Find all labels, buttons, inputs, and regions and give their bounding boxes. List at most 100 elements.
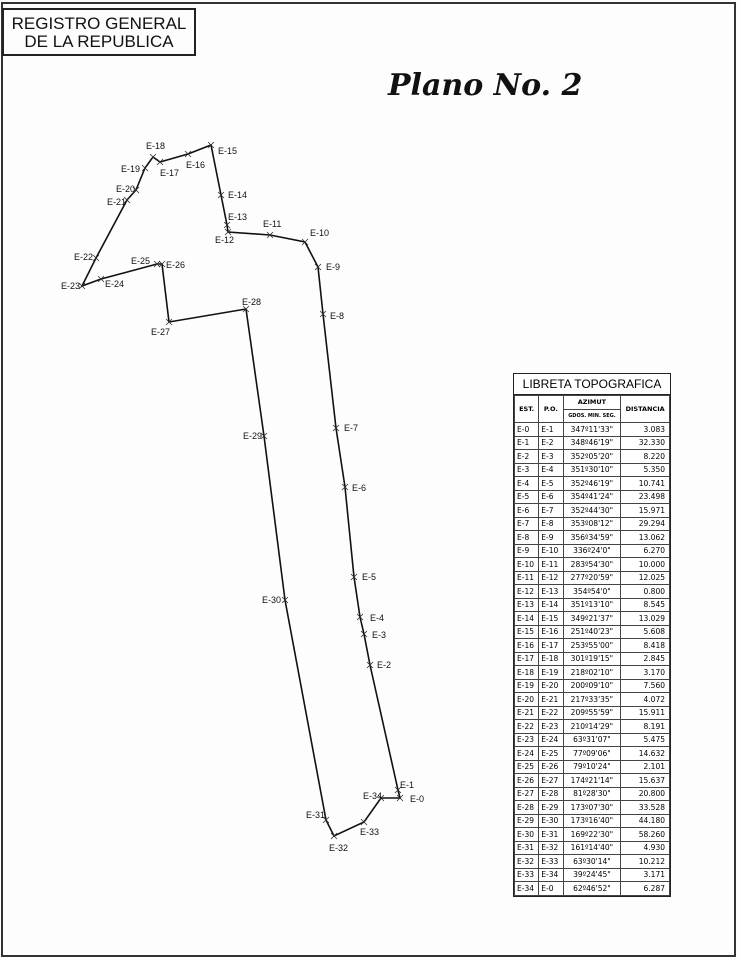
cell-az: 351º30'10" (562, 462, 622, 477)
cell-est: E-32 (513, 854, 540, 869)
station-label: E-25 (131, 256, 150, 266)
station-marker (350, 573, 358, 581)
survey-table: LIBRETA TOPOGRAFICA EST. P.O. AZIMUT DIS… (513, 373, 671, 897)
station-marker (319, 310, 327, 318)
cell-po: E-4 (538, 462, 564, 477)
cell-az: 352º05'20" (562, 449, 622, 464)
cell-est: E-31 (513, 840, 540, 855)
cell-d: 32.330 (620, 435, 670, 450)
cell-d: 2.101 (620, 759, 670, 774)
cell-po: E-33 (538, 854, 564, 869)
cell-az: 348º46'19" (562, 435, 622, 450)
cell-po: E-13 (538, 584, 564, 599)
cell-d: 44.180 (620, 813, 670, 828)
cell-est: E-26 (513, 773, 540, 788)
cell-d: 5.350 (620, 462, 670, 477)
cell-po: E-27 (538, 773, 564, 788)
station-marker (266, 231, 274, 239)
station-label: E-9 (326, 262, 340, 272)
station-label: E-13 (228, 212, 247, 222)
cell-po: E-26 (538, 759, 564, 774)
table-title: LIBRETA TOPOGRAFICA (514, 374, 670, 395)
station-marker (242, 305, 250, 313)
station-marker (332, 424, 340, 432)
cell-d: 10.000 (620, 557, 670, 572)
station-marker (141, 164, 149, 172)
cell-po: E-17 (538, 638, 564, 653)
col-azimut-sub: GDOS. MIN. SEG. (562, 408, 622, 423)
station-marker (207, 141, 215, 149)
cell-az: 217º33'35" (562, 692, 622, 707)
cell-d: 0.800 (620, 584, 670, 599)
boundary-line (80, 143, 402, 838)
cell-az: 277º20'59" (562, 570, 622, 585)
cell-est: E-21 (513, 705, 540, 720)
cell-est: E-0 (513, 422, 540, 437)
station-marker (360, 818, 368, 826)
station-marker (330, 832, 338, 840)
station-label: E-29 (243, 431, 262, 441)
station-label: E-24 (105, 279, 124, 289)
station-label: E-6 (352, 483, 366, 493)
cell-d: 5.475 (620, 732, 670, 747)
station-label: E-21 (107, 197, 126, 207)
cell-po: E-23 (538, 719, 564, 734)
station-marker (224, 228, 232, 236)
cell-d: 4.930 (620, 840, 670, 855)
station-label: E-31 (306, 810, 325, 820)
cell-az: 173º07'30" (562, 800, 622, 815)
cell-po: E-7 (538, 503, 564, 518)
cell-est: E-2 (513, 449, 540, 464)
cell-est: E-9 (513, 543, 540, 558)
station-marker (366, 661, 374, 669)
cell-est: E-16 (513, 638, 540, 653)
station-marker (132, 186, 140, 194)
cell-d: 6.270 (620, 543, 670, 558)
station-marker (396, 794, 404, 802)
cell-az: 63º31'07" (562, 732, 622, 747)
station-label: E-27 (151, 327, 170, 337)
cell-est: E-6 (513, 503, 540, 518)
cell-est: E-15 (513, 624, 540, 639)
col-po: P.O. (538, 395, 564, 423)
station-marker (78, 282, 86, 290)
cell-az: 39º24'45" (562, 867, 622, 882)
station-label: E-8 (330, 311, 344, 321)
station-marker (165, 318, 173, 326)
cell-est: E-29 (513, 813, 540, 828)
cell-az: 301º19'15" (562, 651, 622, 666)
cell-po: E-14 (538, 597, 564, 612)
station-marker (149, 153, 157, 161)
cell-az: 169º22'30" (562, 827, 622, 842)
cell-est: E-7 (513, 516, 540, 531)
cell-est: E-1 (513, 435, 540, 450)
cell-az: 79º10'24" (562, 759, 622, 774)
cell-po: E-11 (538, 557, 564, 572)
station-marker (356, 613, 364, 621)
cell-d: 10.212 (620, 854, 670, 869)
station-label: E-17 (160, 168, 179, 178)
cell-az: 283º54'30" (562, 557, 622, 572)
cell-po: E-19 (538, 665, 564, 680)
cell-az: 200º09'10" (562, 678, 622, 693)
cell-est: E-5 (513, 489, 540, 504)
cell-az: 63º30'14" (562, 854, 622, 869)
registry-line-2: DE LA REPUBLICA (24, 32, 174, 51)
cell-est: E-10 (513, 557, 540, 572)
